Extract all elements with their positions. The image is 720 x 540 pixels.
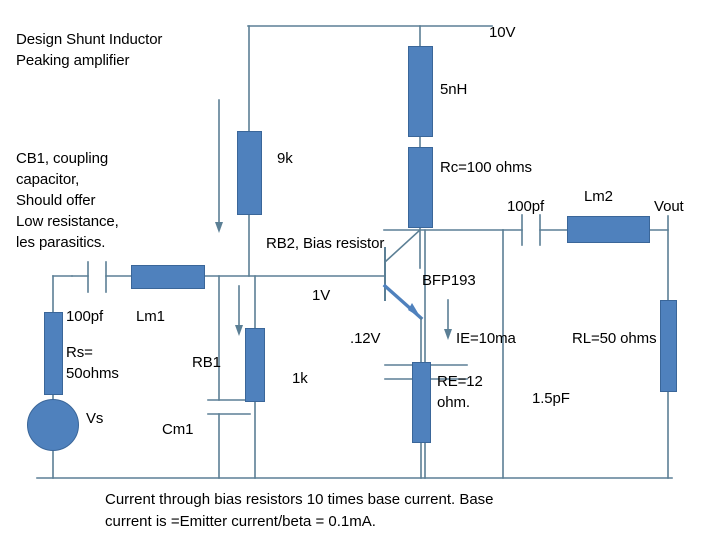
arrow-bias-current-head bbox=[215, 222, 223, 233]
component-rc-100ohm bbox=[408, 147, 433, 228]
label-output-capacitor: 100pf bbox=[507, 198, 545, 215]
component-rb2-9k bbox=[237, 131, 262, 215]
label-transistor-part: BFP193 bbox=[422, 272, 476, 289]
label-lm1: Lm1 bbox=[136, 308, 165, 325]
note-title: Design Shunt Inductor Peaking amplifier bbox=[16, 31, 163, 69]
component-vs-source bbox=[27, 399, 79, 451]
component-rb1-1k bbox=[245, 328, 265, 402]
component-rs-50ohm bbox=[44, 312, 63, 395]
component-lm2-inductor bbox=[567, 216, 650, 243]
label-emitter-voltage: .12V bbox=[350, 330, 381, 347]
arrow-emitter-current-head bbox=[444, 329, 452, 340]
component-re-12ohm bbox=[412, 362, 431, 443]
label-rb2-value: 9k bbox=[277, 150, 293, 167]
label-rb1-value: 1k bbox=[292, 370, 308, 387]
arrow-rb1-current-head bbox=[235, 325, 243, 336]
label-lm2: Lm2 bbox=[584, 188, 613, 205]
note-cb1: CB1, coupling capacitor, Should offer Lo… bbox=[16, 150, 119, 251]
wire-transistor-collector-lead bbox=[383, 228, 422, 264]
label-rl: RL=50 ohms bbox=[572, 330, 657, 347]
label-supply-voltage: 10V bbox=[489, 24, 516, 41]
label-emitter-current: IE=10ma bbox=[456, 330, 516, 347]
footnote-text: Current through bias resistors 10 times … bbox=[105, 491, 494, 530]
label-rb1-name: RB1 bbox=[192, 354, 221, 371]
label-peaking-inductor: 5nH bbox=[440, 81, 468, 98]
label-vout: Vout bbox=[654, 198, 684, 215]
label-rc: Rc=100 ohms bbox=[440, 159, 532, 176]
label-base-voltage: 1V bbox=[312, 287, 331, 304]
component-lm1-inductor bbox=[131, 265, 205, 289]
transistor-emitter-arrow bbox=[408, 303, 421, 318]
label-vs: Vs bbox=[86, 410, 104, 427]
component-rl-50ohm bbox=[660, 300, 677, 392]
label-rb2-name: RB2, Bias resistor bbox=[266, 235, 385, 252]
label-input-capacitor: 100pf bbox=[66, 308, 104, 325]
label-emitter-capacitor: 1.5pF bbox=[532, 390, 570, 407]
label-re: RE=12 ohm. bbox=[437, 373, 483, 411]
component-peaking-inductor-5nH bbox=[408, 46, 433, 137]
label-cm1: Cm1 bbox=[162, 421, 194, 438]
label-rs: Rs= 50ohms bbox=[66, 344, 119, 382]
